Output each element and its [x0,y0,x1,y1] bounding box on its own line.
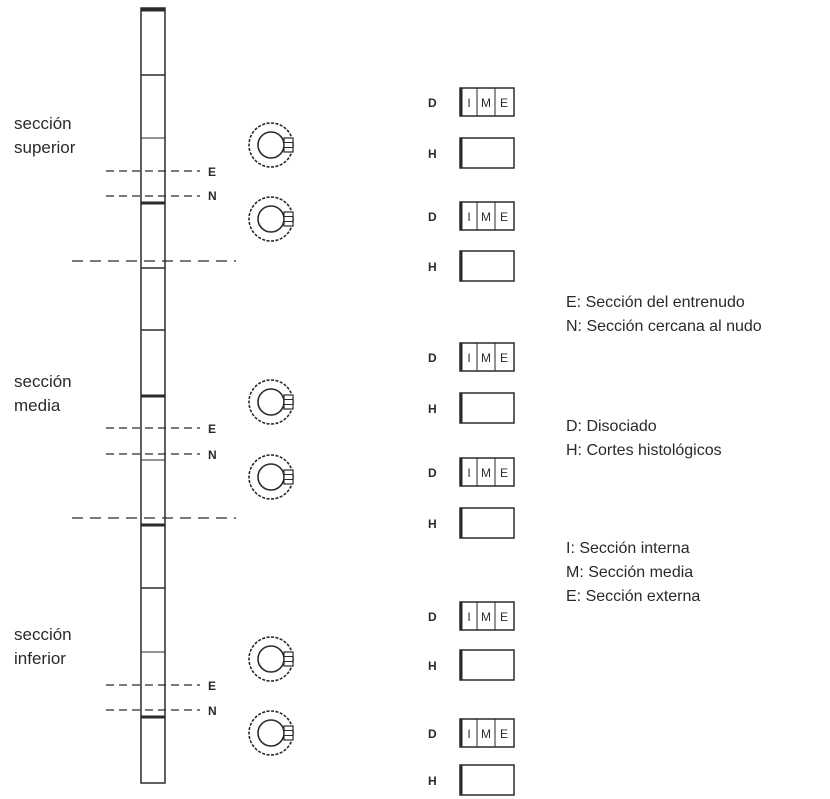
histologico-box [459,137,515,169]
legend-sample-h: H: Cortes histológicos [566,442,722,459]
sample-label-d: D [428,210,437,224]
section-label-media-line1: sección [14,372,72,391]
cross-section-wedge [283,137,294,153]
cut-labels: E N E N E N [208,165,217,718]
legend-zone-m: M: Sección media [566,564,693,581]
stem-column [140,7,166,784]
cut-label-e: E [208,165,216,179]
sample-label-d: D [428,351,437,365]
stem-cross-section [248,122,294,168]
sample-label-h: H [428,260,437,274]
cross-sections [248,122,294,756]
cross-section-inner-ring [257,388,285,416]
cross-section-wedge [283,651,294,667]
cross-section-wedge [283,211,294,227]
section-label-media-line2: media [14,396,61,415]
section-label-inferior-line2: inferior [14,649,66,668]
zone-cell-e: E [500,610,508,624]
cut-label-n: N [208,189,217,203]
zone-cell-i: I [467,466,470,480]
section-label-superior-line1: sección [14,114,72,133]
histologico-row: H [428,764,515,796]
zone-cell-i: I [467,610,470,624]
zone-cell-e: E [500,351,508,365]
stem-cross-section [248,454,294,500]
histologico-box [459,649,515,681]
sample-label-d: D [428,466,437,480]
histologico-row: H [428,649,515,681]
cut-label-n: N [208,704,217,718]
cross-section-wedge [283,469,294,485]
section-label-inferior-line1: sección [14,625,72,644]
histologico-row: H [428,137,515,169]
histologico-row: H [428,250,515,282]
sample-label-h: H [428,774,437,788]
histologico-box [459,507,515,539]
zone-cell-i: I [467,351,470,365]
histologico-row: H [428,507,515,539]
legend-zone-i: I: Sección interna [566,540,690,557]
stem-cross-section [248,636,294,682]
cut-lines [106,170,200,711]
section-labels: sección superior sección media sección i… [14,114,76,668]
legend-cut-e: E: Sección del entrenudo [566,294,745,311]
zone-cell-e: E [500,210,508,224]
zone-cell-i: I [467,210,470,224]
legend: E: Sección del entrenudo N: Sección cerc… [566,294,762,605]
sample-label-h: H [428,517,437,531]
legend-zone-e: E: Sección externa [566,588,700,605]
cross-section-wedge [283,394,294,410]
zone-cell-i: I [467,96,470,110]
sample-label-d: D [428,727,437,741]
cross-section-inner-ring [257,131,285,159]
cross-section-inner-ring [257,645,285,673]
zone-cell-m: M [481,210,491,224]
sample-label-d: D [428,610,437,624]
section-boundaries [72,260,236,519]
cut-label-e: E [208,422,216,436]
histologico-box [459,250,515,282]
histologico-box [459,764,515,796]
section-label-superior-line2: superior [14,138,76,157]
sample-label-h: H [428,402,437,416]
stem-cross-section [248,379,294,425]
zone-cell-m: M [481,466,491,480]
sample-label-h: H [428,147,437,161]
zone-cell-m: M [481,727,491,741]
legend-cut-n: N: Sección cercana al nudo [566,318,762,335]
histologico-row: H [428,392,515,424]
zone-cell-e: E [500,727,508,741]
stem-cross-section [248,710,294,756]
cut-label-e: E [208,679,216,693]
sample-label-d: D [428,96,437,110]
zone-cell-e: E [500,96,508,110]
stem-cross-section [248,196,294,242]
legend-sample-d: D: Disociado [566,418,657,435]
zone-cell-m: M [481,96,491,110]
cut-label-n: N [208,448,217,462]
zone-cell-e: E [500,466,508,480]
zone-cell-m: M [481,610,491,624]
cross-section-inner-ring [257,463,285,491]
cross-section-inner-ring [257,719,285,747]
histologico-box [459,392,515,424]
zone-cell-m: M [481,351,491,365]
sample-label-h: H [428,659,437,673]
zone-cell-i: I [467,727,470,741]
cross-section-wedge [283,725,294,741]
cross-section-inner-ring [257,205,285,233]
